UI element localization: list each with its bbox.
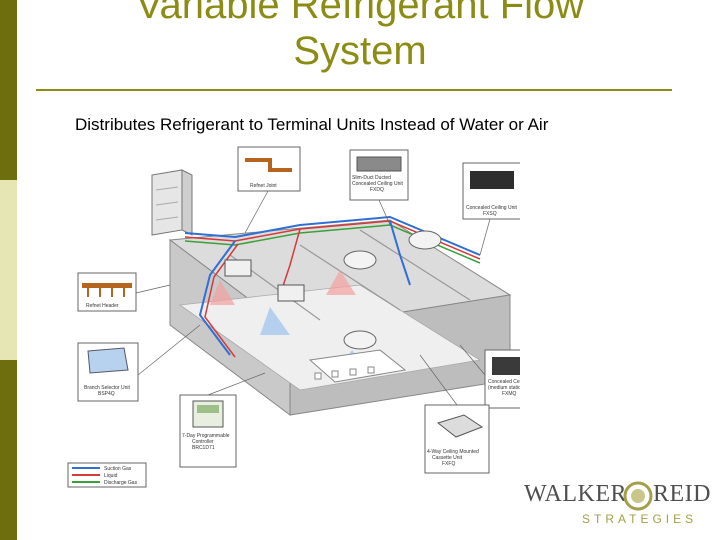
walker-reid-logo: WALKER REID STRATEGIES	[520, 478, 715, 533]
legend-suction-gas: Suction Gas	[104, 466, 132, 472]
logo-emblem-icon	[623, 481, 653, 511]
sidebar-segment-dark	[0, 360, 17, 540]
sidebar-accent-bar	[0, 0, 17, 540]
callout-refnet-header: Refnet Header	[77, 272, 171, 312]
cassette-airflow	[210, 230, 442, 370]
title-divider	[36, 89, 672, 91]
callout-label: Refnet Header	[86, 303, 119, 309]
sidebar-segment-light	[0, 180, 17, 360]
logo-reid-text: REID	[653, 481, 711, 507]
callout-refnet-joint: Refnet Joint	[237, 146, 301, 234]
sidebar-segment-dark	[0, 0, 17, 180]
callout-concealed-fxmq: Concealed Ceiling Unit(medium static)FXM…	[459, 344, 520, 409]
conference-table	[308, 349, 407, 383]
logo-strategies-text: STRATEGIES	[582, 512, 698, 526]
refrigerant-piping	[184, 215, 481, 358]
slide-subtitle: Distributes Refrigerant to Terminal Unit…	[75, 115, 549, 134]
partition-wall	[299, 244, 401, 311]
partition-wall	[359, 229, 471, 301]
outdoor-condensing-unit	[151, 169, 193, 236]
callout-label: Refnet Joint	[250, 183, 277, 189]
legend-discharge-gas: Discharge Gas	[104, 480, 138, 486]
callout-label: Concealed Ceiling Unit(medium static)FXM…	[488, 379, 520, 397]
slide-title-line-2: System	[293, 29, 427, 73]
pipe-legend: Suction Gas Liquid Discharge Gas	[67, 462, 147, 488]
slide-title-line-1: Variable Refrigerant Flow	[135, 0, 585, 27]
legend-liquid: Liquid	[104, 473, 118, 479]
logo-walker-text: WALKER	[524, 481, 627, 507]
